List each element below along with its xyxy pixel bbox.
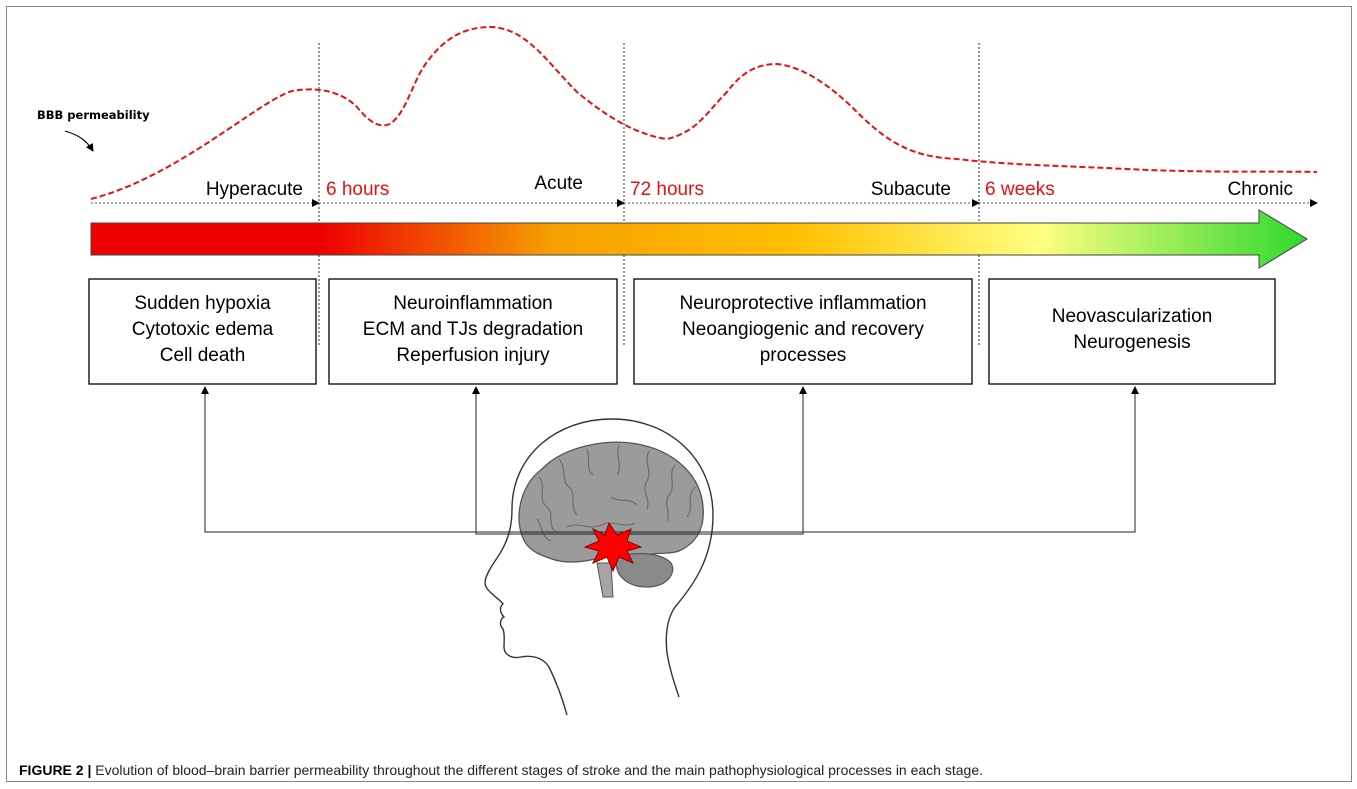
process-text: Neuroinflammation (393, 293, 552, 314)
stroke-timeline-diagram: BBB permeability Hyperacute Acute Subacu… (37, 25, 1318, 716)
time-marker-72-hours: 72 hours (630, 179, 704, 200)
figure-panel: BBB permeability Hyperacute Acute Subacu… (6, 6, 1352, 782)
bbb-permeability-label: BBB permeability (37, 108, 150, 122)
starburst-lesion-icon (583, 521, 643, 573)
process-text: Sudden hypoxia (134, 293, 271, 314)
process-text: Neoangiogenic and recovery (682, 319, 924, 340)
stage-label-chronic: Chronic (1228, 179, 1293, 200)
connector-lines (204, 391, 1136, 535)
bbb-permeability-curve (90, 25, 1318, 200)
process-text: processes (760, 345, 847, 366)
process-box-acute (328, 278, 618, 385)
process-box-subacute (633, 278, 973, 385)
figure-number: FIGURE 2 | (19, 762, 92, 778)
process-box-chronic (988, 278, 1276, 385)
brainstem-icon (596, 562, 614, 598)
stage-label-subacute: Subacute (871, 179, 951, 200)
bbb-label-arrow (64, 130, 94, 152)
head-silhouette-icon (484, 418, 714, 716)
process-box-hyperacute (88, 278, 317, 385)
process-text: Neurogenesis (1073, 332, 1190, 353)
process-text: Cytotoxic edema (132, 319, 274, 340)
time-marker-6-hours: 6 hours (326, 179, 389, 200)
caption-text: Evolution of blood–brain barrier permeab… (91, 762, 983, 778)
figure-caption: FIGURE 2 | Evolution of blood–brain barr… (19, 762, 983, 778)
process-text: Reperfusion injury (396, 345, 550, 366)
process-text: Cell death (160, 345, 246, 366)
process-text: Neovascularization (1052, 306, 1213, 327)
stage-label-acute: Acute (534, 173, 583, 194)
time-marker-6-weeks: 6 weeks (985, 179, 1055, 200)
gradient-timeline-arrow (90, 209, 1308, 269)
stage-label-hyperacute: Hyperacute (206, 179, 303, 200)
process-text: ECM and TJs degradation (363, 319, 583, 340)
process-text: Neuroprotective inflammation (679, 293, 926, 314)
brain-icon (518, 441, 704, 598)
